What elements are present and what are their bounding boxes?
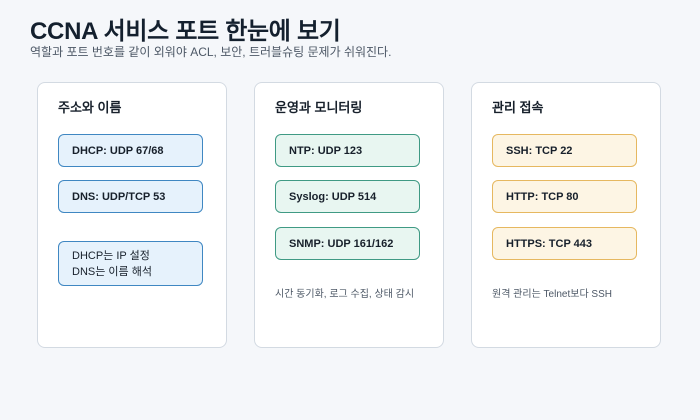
- port-item-dns: DNS: UDP/TCP 53: [58, 180, 203, 213]
- port-item-ssh: SSH: TCP 22: [492, 134, 637, 167]
- card-title: 관리 접속: [492, 100, 544, 115]
- page-title: CCNA 서비스 포트 한눈에 보기: [30, 18, 341, 45]
- card-note: 원격 관리는 Telnet보다 SSH: [492, 289, 612, 300]
- port-item-snmp: SNMP: UDP 161/162: [275, 227, 420, 260]
- card-address-name: 주소와 이름 DHCP: UDP 67/68 DNS: UDP/TCP 53 D…: [37, 82, 227, 348]
- detail-box: DHCP는 IP 설정 DNS는 이름 해석: [58, 241, 203, 286]
- card-management-access: 관리 접속 SSH: TCP 22 HTTP: TCP 80 HTTPS: TC…: [471, 82, 661, 348]
- card-note: 시간 동기화, 로그 수집, 상태 감시: [275, 289, 415, 300]
- port-item-https: HTTPS: TCP 443: [492, 227, 637, 260]
- detail-line-dns: DNS는 이름 해석: [72, 265, 152, 278]
- card-operations-monitoring: 운영과 모니터링 NTP: UDP 123 Syslog: UDP 514 SN…: [254, 82, 444, 348]
- port-item-ntp: NTP: UDP 123: [275, 134, 420, 167]
- card-title: 운영과 모니터링: [275, 100, 363, 115]
- page-subtitle: 역할과 포트 번호를 같이 외워야 ACL, 보안, 트러블슈팅 문제가 쉬워진…: [30, 45, 392, 59]
- port-item-dhcp: DHCP: UDP 67/68: [58, 134, 203, 167]
- port-item-syslog: Syslog: UDP 514: [275, 180, 420, 213]
- card-title: 주소와 이름: [58, 100, 122, 115]
- port-item-http: HTTP: TCP 80: [492, 180, 637, 213]
- detail-line-dhcp: DHCP는 IP 설정: [72, 249, 150, 262]
